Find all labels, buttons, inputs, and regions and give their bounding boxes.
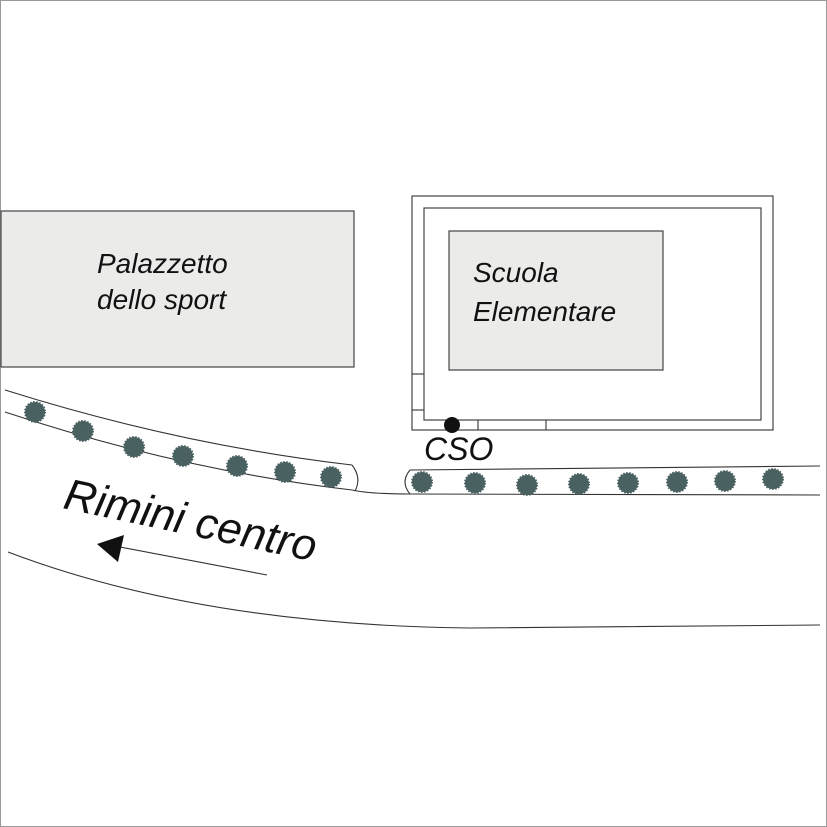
tree bbox=[411, 471, 433, 493]
scuola-label-2: Elementare bbox=[473, 296, 616, 327]
tree bbox=[226, 455, 248, 477]
palazzetto-building bbox=[0, 210, 355, 368]
tree bbox=[568, 473, 590, 495]
road-edge-lower bbox=[7, 551, 821, 629]
tree bbox=[172, 445, 194, 467]
tree bbox=[714, 470, 736, 492]
tree bbox=[516, 474, 538, 496]
arrow-shaft bbox=[119, 546, 268, 576]
tree bbox=[617, 472, 639, 494]
right-median-top bbox=[409, 465, 821, 471]
scuola-label-1: Scuola bbox=[473, 257, 559, 288]
palazzetto-label-1: Palazzetto bbox=[97, 248, 228, 279]
cso-label: CSO bbox=[424, 431, 493, 467]
tree bbox=[274, 461, 296, 483]
tree bbox=[320, 466, 342, 488]
arrow-head-icon bbox=[97, 535, 124, 562]
tree bbox=[464, 472, 486, 494]
right-median-cap bbox=[404, 469, 411, 495]
cso-marker bbox=[444, 417, 460, 433]
school-compound bbox=[411, 195, 774, 431]
palazzetto-label-2: dello sport bbox=[97, 284, 227, 315]
tree bbox=[762, 468, 784, 490]
tree bbox=[24, 401, 46, 423]
left-median-top bbox=[4, 389, 353, 466]
tree bbox=[666, 471, 688, 493]
scuola-building bbox=[448, 230, 664, 371]
tree bbox=[72, 420, 94, 442]
trees bbox=[24, 401, 784, 496]
road bbox=[4, 389, 821, 629]
left-median-cap bbox=[351, 464, 359, 492]
tree bbox=[123, 436, 145, 458]
